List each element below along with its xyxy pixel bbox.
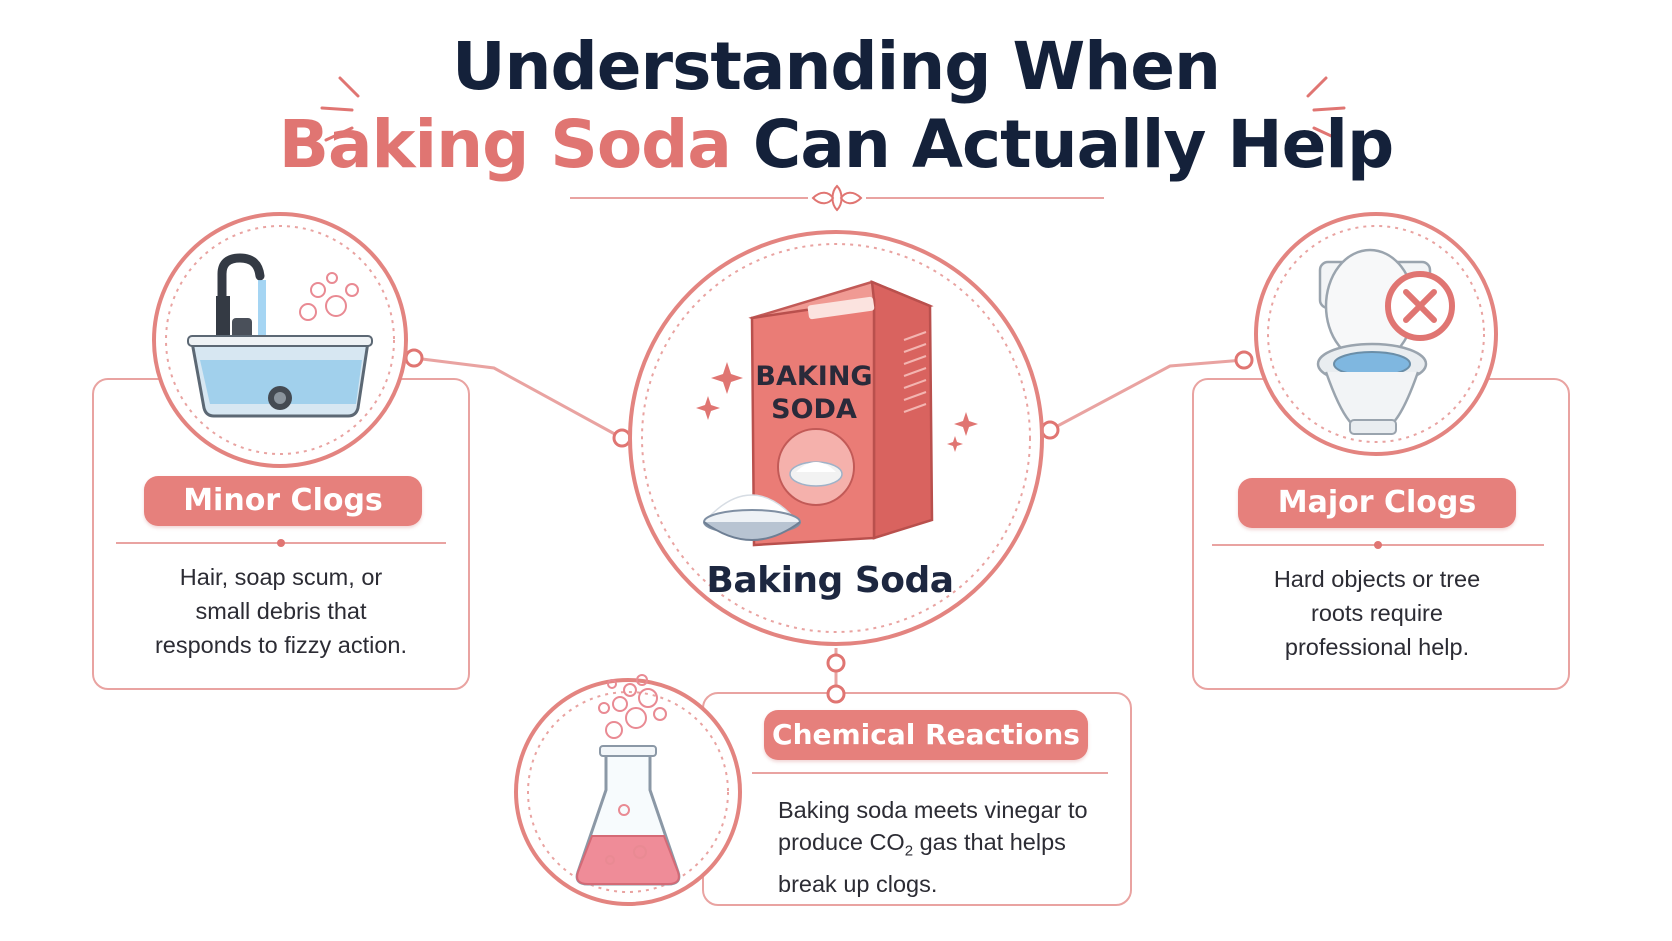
minor-clogs-description: Hair, soap scum, or small debris that re…	[100, 560, 462, 662]
title-burst-left-icon	[320, 76, 360, 142]
minor-clogs-heading: Minor Clogs	[144, 476, 422, 526]
page-title-line-1: Understanding When	[451, 28, 1221, 105]
chemical-desc-line-3: break up clogs.	[778, 870, 938, 897]
baking-soda-box-icon	[748, 280, 934, 547]
sparkle-icon	[696, 362, 978, 452]
chemical-desc-line-2-post: gas that helps	[913, 829, 1066, 855]
minor-desc-line-1: Hair, soap scum, or	[179, 564, 383, 590]
minor-desc-line-2: small debris that	[195, 598, 367, 624]
page-title-accent: Baking Soda	[278, 106, 732, 183]
chemical-divider	[752, 772, 1108, 774]
major-clogs-description: Hard objects or tree roots require profe…	[1196, 562, 1558, 664]
box-text-1: BAKING	[755, 361, 872, 392]
major-desc-line-3: professional help.	[1284, 634, 1470, 660]
major-desc-line-1: Hard objects or tree	[1273, 566, 1481, 592]
connector-dots	[404, 348, 1254, 704]
minor-desc-line-3: responds to fizzy action.	[154, 632, 408, 658]
powder-bowl-icon	[703, 494, 801, 541]
box-text-2: SODA	[771, 394, 857, 425]
flourish-icon	[811, 184, 863, 212]
chemical-desc-line-1: Baking soda meets vinegar to	[778, 797, 1088, 823]
center-circle	[628, 230, 1044, 646]
major-clogs-heading: Major Clogs	[1238, 478, 1516, 528]
major-desc-line-2: roots require	[1311, 600, 1443, 626]
title-divider	[570, 184, 1104, 212]
chemical-reactions-heading: Chemical Reactions	[764, 710, 1088, 760]
chemical-desc-line-2: produce CO2 gas that helps	[778, 826, 1118, 868]
minor-divider	[116, 539, 446, 547]
connector-lines	[413, 356, 1245, 694]
chemical-desc-line-2-pre: produce CO	[778, 829, 905, 855]
no-icon	[1385, 271, 1455, 341]
title-burst-right-icon	[1306, 76, 1346, 142]
page-title-line-2: Baking Soda Can Actually Help	[0, 112, 1672, 178]
chemical-reactions-description: Baking soda meets vinegar to produce CO2…	[778, 794, 1118, 900]
chemical-desc-subscript: 2	[904, 842, 914, 860]
center-label: Baking Soda	[706, 560, 954, 601]
major-divider	[1212, 541, 1544, 549]
page-title-rest: Can Actually Help	[730, 106, 1394, 183]
flask-icon	[575, 674, 681, 886]
